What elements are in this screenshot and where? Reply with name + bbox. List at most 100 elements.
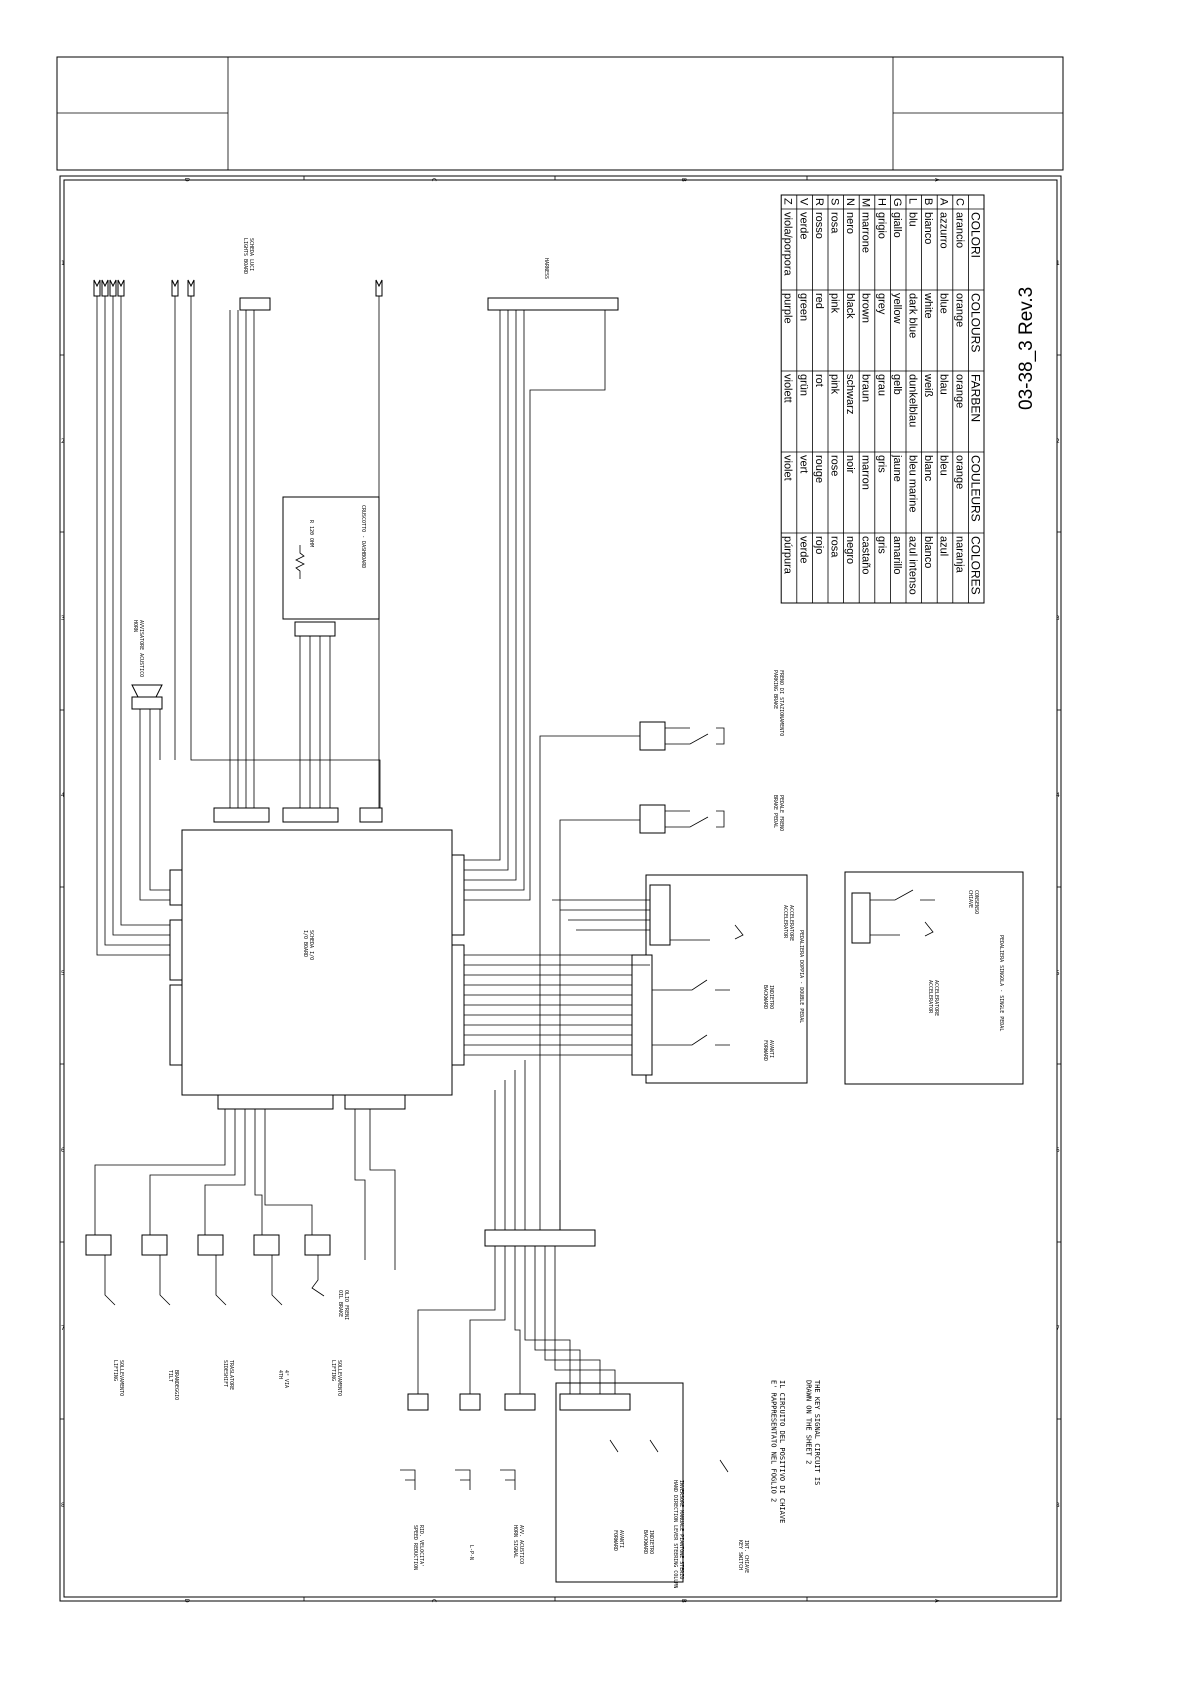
color-table-cell: azul intenso	[907, 536, 919, 595]
speed-reduction-label: RID. VELOCITA'SPEED REDUCTION	[412, 1525, 424, 1570]
color-table-cell: red	[813, 293, 825, 309]
note-italian: IL CIRCUITO DEL POSITIVO DI CHIAVEE' RAP…	[770, 1380, 786, 1523]
grid-left-3: 3	[61, 615, 65, 622]
color-table-cell: M	[860, 198, 872, 207]
color-table-cell: gris	[875, 455, 887, 473]
resistor-label: R 120 OHM	[308, 520, 314, 547]
color-table-cell: S	[829, 198, 841, 205]
note-english: THE KEY SIGNAL CIRCUIT ISDRAWN ON THE SH…	[805, 1380, 821, 1485]
color-table-cell: dark blue	[907, 293, 919, 338]
key-switch-label: INT. CHIAVEKEY SWITCH	[737, 1540, 749, 1573]
lifting2-label: SOLLEVAMENTOLIFTING	[330, 1360, 342, 1396]
color-table-cell: A	[938, 198, 950, 206]
lights-board-label: SCHEDA LUCILIGHTS BOARD	[242, 238, 254, 274]
color-table-cell: grigio	[875, 212, 887, 239]
accelerator-label-single: ACCELERATOREACCELERATOR	[927, 980, 939, 1016]
lpn-label: L-P-N	[468, 1545, 474, 1560]
color-table-cell: gris	[875, 536, 887, 554]
color-table-cell: black	[844, 293, 856, 319]
horn-icon	[131, 684, 163, 698]
color-table-cell: white	[922, 292, 934, 319]
grid-left-1: 1	[61, 260, 65, 267]
color-table-cell: blu	[907, 212, 919, 227]
color-table-cell: púrpura	[782, 536, 794, 575]
grid-top-d: D	[183, 178, 190, 182]
color-table-cell: grey	[875, 293, 887, 315]
double-pedal-box: ACCELERATOREACCELERATOR INDIETROBACKWARD…	[631, 874, 808, 1084]
color-table-cell: amarillo	[891, 536, 903, 575]
grid-right-6: 6	[1056, 1147, 1060, 1154]
color-table-cell: R	[813, 198, 825, 206]
backward-label-double: INDIETROBACKWARD	[762, 985, 774, 1009]
color-table-cell: castaño	[860, 536, 872, 575]
color-table-cell: rot	[813, 374, 825, 387]
color-table-cell: marrone	[860, 212, 872, 253]
grid-left-7: 7	[61, 1325, 65, 1332]
color-table-header: COLORES	[968, 536, 982, 595]
color-table-cell: pink	[829, 374, 841, 395]
color-table-cell: L	[907, 198, 919, 204]
color-table-cell: B	[922, 198, 934, 205]
color-table-cell: verde	[797, 212, 809, 240]
connector-j32-top	[239, 297, 271, 311]
drawing-frame	[59, 175, 1062, 1602]
color-table-cell: G	[891, 198, 903, 207]
color-table-cell: blanc	[922, 455, 934, 482]
wires	[94, 296, 650, 1394]
grid-top-b: B	[680, 178, 687, 182]
color-table-cell: yellow	[891, 293, 903, 324]
forward-label-double: AVANTIFORWARD	[762, 1040, 774, 1061]
color-table-cell: H	[875, 198, 887, 206]
color-table-header: COULEURS	[968, 455, 982, 522]
grid-bot-c: C	[430, 1599, 437, 1603]
double-pedal-label: PEDALIERA DOPPIA - DOUBLE PEDAL	[798, 930, 804, 1023]
color-table-header: COLORI	[968, 212, 982, 258]
color-table-header: COLOURS	[968, 293, 982, 352]
color-table-cell: V	[797, 198, 809, 206]
color-table-cell: brown	[860, 293, 872, 323]
grid-top-a: A	[933, 178, 940, 182]
connector-j40-top	[487, 297, 619, 311]
parking-brake-label: FRENO DI STAZIONAMENTOPARKING BRAKE	[772, 670, 784, 736]
color-table-cell: pink	[829, 293, 841, 314]
horn-signal-label: AVV. ACUSTICOHORN SIGNAL	[512, 1525, 524, 1564]
backward-label: INDIETROBACKWARD	[642, 1530, 654, 1554]
lifting-label: SOLLEVAMENTOLIFTING	[112, 1360, 124, 1396]
grid-left-6: 6	[61, 1147, 65, 1154]
color-table-cell: rosso	[813, 212, 825, 239]
color-table-cell: rose	[829, 455, 841, 476]
color-table-cell: bleu	[938, 455, 950, 476]
grid-left-8: 8	[61, 1502, 65, 1509]
color-table-cell: gelb	[891, 374, 903, 395]
single-pedal-label: PEDALIERA SINGOLA - SINGLE PEDAL	[998, 935, 1004, 1031]
grid-right-7: 7	[1056, 1325, 1060, 1332]
parking-brake-switch: FRENO DI STAZIONAMENTOPARKING BRAKE	[639, 670, 784, 751]
grid-bot-a: A	[933, 1599, 940, 1603]
color-table-cell: weiß	[922, 373, 934, 398]
color-table-cell: orange	[953, 455, 965, 489]
grid-right-1: 1	[1056, 260, 1060, 267]
color-table-cell: rojo	[813, 536, 825, 554]
fourth-label: 4° VIA4TH	[277, 1370, 289, 1388]
color-table-cell: giallo	[891, 212, 903, 238]
grid-left-5: 5	[61, 970, 65, 977]
color-table-cell: grün	[797, 374, 809, 396]
color-table-cell: green	[797, 293, 809, 321]
steering-column-label: INVERSORE MANUALE PIANTONE STERZOHAND DI…	[672, 1480, 684, 1588]
color-table-cell: violet	[782, 455, 794, 481]
color-table-cell: orange	[953, 374, 965, 408]
color-table-cell: bianco	[922, 212, 934, 244]
color-table-cell: bleu marine	[907, 455, 919, 512]
color-table-cell: C	[953, 198, 965, 206]
top-harness-group: SCHEDA LUCILIGHTS BOARD HARNESS	[93, 238, 619, 311]
io-board-label: SCHEDA I/OI/O BOARD	[302, 930, 314, 960]
oil-brake-label: OLIO FRENIOIL BRAKE	[337, 1290, 349, 1320]
color-table-cell: purple	[782, 293, 794, 324]
grid-right-3: 3	[1056, 615, 1060, 622]
grid-right-5: 5	[1056, 970, 1060, 977]
color-table-cell: azul	[938, 536, 950, 556]
color-table-cell: arancio	[953, 212, 965, 248]
notes: IL CIRCUITO DEL POSITIVO DI CHIAVEE' RAP…	[770, 1380, 821, 1523]
grid-bot-d: D	[183, 1599, 190, 1603]
